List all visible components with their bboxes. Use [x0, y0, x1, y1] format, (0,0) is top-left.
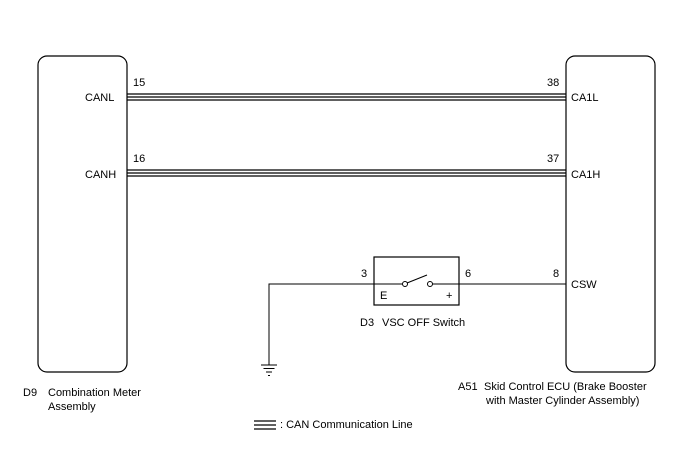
left-pin-label-1: CANL: [85, 92, 115, 104]
switch-out-pin: 6: [465, 268, 472, 280]
vsc-off-switch-box: [373, 256, 460, 306]
right-component-ref: A51: [458, 381, 478, 393]
left-pin-number-2: 16: [133, 153, 146, 165]
can-line-high: [127, 169, 566, 177]
right-component-name-line2: with Master Cylinder Assembly): [486, 395, 640, 407]
switch-ref: D3: [360, 317, 375, 329]
right-pin-number-2: 37: [547, 153, 560, 165]
left-pin-label-2: CANH: [85, 169, 117, 181]
left-component-ref: D9: [23, 387, 38, 399]
can-line-legend-icon: [254, 420, 276, 430]
ecu-csw-pin: 8: [553, 268, 560, 280]
left-component-name-line1: Combination Meter: [48, 387, 141, 399]
switch-name: VSC OFF Switch: [382, 317, 466, 329]
switch-contact-icon: [374, 274, 459, 287]
right-pin-label-2: CA1H: [571, 169, 601, 181]
right-pin-number-1: 38: [547, 77, 560, 89]
left-component-name-line2: Assembly: [48, 401, 96, 413]
ground-wire: [268, 283, 374, 365]
left-pin-number-1: 15: [133, 77, 146, 89]
right-component-name-line1: Skid Control ECU (Brake Booster: [484, 381, 647, 393]
ground-icon: [261, 364, 277, 376]
right-pin-label-1: CA1L: [571, 92, 599, 104]
can-line-low: [127, 93, 566, 101]
switch-terminal-plus: +: [446, 290, 453, 302]
ecu-csw-label: CSW: [571, 279, 597, 291]
switch-terminal-e: E: [380, 290, 388, 302]
legend-text: : CAN Communication Line: [280, 419, 413, 431]
skid-control-ecu-box: [565, 55, 656, 373]
switch-ground-pin: 3: [361, 268, 368, 280]
combination-meter-box: [37, 55, 128, 373]
